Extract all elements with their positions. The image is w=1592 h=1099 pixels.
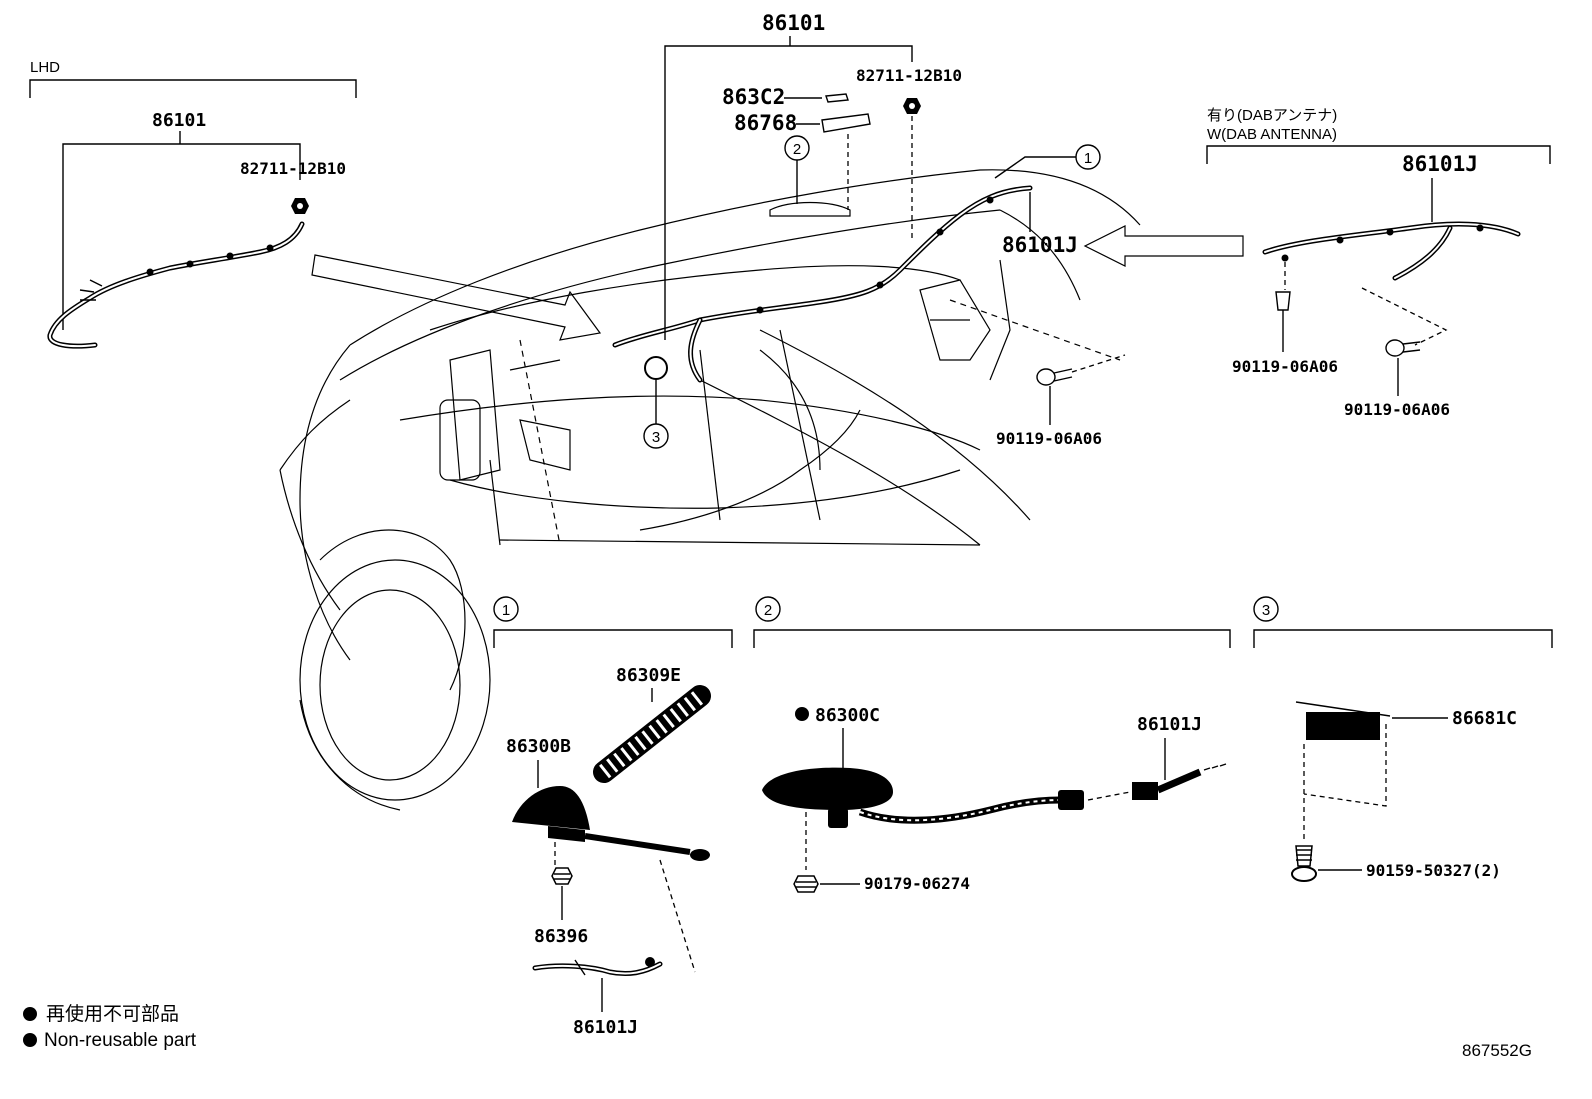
detail-3-section: 3 86681C 90159-50327(2): [1253, 596, 1553, 882]
main-nut-label[interactable]: 82711-12B10: [856, 66, 962, 85]
svg-text:2: 2: [793, 141, 801, 158]
dab-clip-a-icon: [1275, 291, 1291, 322]
part-86768-icon: [821, 113, 871, 133]
lhd-section: LHD 86101 82711-12B10: [29, 59, 357, 349]
detail-1-ref-icon: 1: [493, 596, 519, 622]
detail-2-ref-icon: 2: [755, 596, 781, 622]
part-863c2-label[interactable]: 863C2: [722, 85, 785, 109]
main-labels: 86101 82711-12B10 863C2 86768 2 1: [643, 11, 1244, 449]
detail-2-section: 2 86300C 86101J 90179-06274: [753, 596, 1231, 893]
legend-en: Non-reusable part: [44, 1030, 197, 1051]
detail-3-amp-label[interactable]: 86681C: [1452, 708, 1517, 729]
detail-2-bracket: [753, 629, 1231, 648]
legend-jp: 再使用不可部品: [46, 1003, 179, 1025]
detail-3-bracket: [1253, 629, 1553, 648]
detail-2-antenna-label[interactable]: 86300C: [815, 705, 880, 726]
detail-3-ref-icon: 3: [1253, 596, 1279, 622]
diagram-code: 867552G: [1462, 1041, 1532, 1060]
detail-2-nut-icon: [793, 875, 819, 893]
main-harness-label[interactable]: 86101: [762, 11, 825, 35]
dab-bracket: [1206, 145, 1551, 164]
lhd-harness-leader: [62, 143, 301, 330]
svg-text:2: 2: [764, 602, 772, 619]
dab-arrow: [1083, 225, 1244, 267]
legend: 再使用不可部品 Non-reusable part: [23, 1003, 197, 1051]
lhd-bracket: [29, 79, 357, 98]
main-clip-label[interactable]: 90119-06A06: [996, 429, 1102, 448]
lhd-title: LHD: [30, 59, 60, 76]
detail-1-section: 1 86309E 86300B 86396: [493, 596, 733, 1038]
main-clip-icon: [1036, 368, 1073, 386]
dab-harness-label[interactable]: 86101J: [1402, 152, 1478, 176]
dab-wire-harness-icon: [1262, 221, 1521, 281]
lhd-nut-icon: [291, 198, 309, 214]
detail-3-screw-icon: [1291, 845, 1317, 882]
svg-text:3: 3: [652, 429, 660, 446]
antenna-amplifier-icon: [1295, 701, 1391, 740]
dab-title-en: W(DAB ANTENNA): [1207, 126, 1337, 143]
main-harness-bracket: [664, 45, 913, 340]
non-reusable-bullet-icon: [23, 1007, 37, 1021]
lhd-harness-label[interactable]: 86101: [152, 110, 206, 131]
main-wire-harness-icon: [612, 185, 1033, 383]
lhd-wire-harness-icon: [47, 221, 305, 349]
dab-antenna-icon: [762, 767, 1084, 828]
ref-circle-1-icon: 1: [1075, 144, 1101, 170]
dab-title-jp: 有り(DABアンテナ): [1207, 107, 1337, 124]
dab-section: 有り(DABアンテナ) W(DAB ANTENNA) 86101J 90119-…: [1206, 107, 1551, 419]
svg-text:3: 3: [1262, 602, 1270, 619]
car-rear-view: [279, 169, 1141, 811]
detail-1-nut-icon: [551, 867, 573, 885]
detail-2-cable-connector-icon: [1132, 763, 1227, 800]
detail-3-screw-label[interactable]: 90159-50327(2): [1366, 861, 1501, 880]
main-harness-j-label[interactable]: 86101J: [1002, 233, 1078, 257]
detail-1-nut-label[interactable]: 86396: [534, 926, 588, 947]
antenna-rod-icon: [593, 685, 711, 783]
part-86768-label[interactable]: 86768: [734, 111, 797, 135]
main-nut-icon: [903, 98, 921, 114]
part-863c2-icon: [825, 93, 849, 103]
detail-1-cable-icon: [532, 957, 663, 977]
non-reusable-bullet-icon: [795, 707, 809, 721]
detail-1-rod-label[interactable]: 86309E: [616, 665, 681, 686]
non-reusable-bullet-icon: [23, 1033, 37, 1047]
dab-clip-b-icon: [1385, 339, 1421, 357]
detail-1-base-label[interactable]: 86300B: [506, 736, 571, 757]
detail-2-nut-label[interactable]: 90179-06274: [864, 874, 970, 893]
dab-clip-b-label[interactable]: 90119-06A06: [1344, 400, 1450, 419]
lhd-nut-label[interactable]: 82711-12B10: [240, 159, 346, 178]
antenna-base-icon: [512, 786, 710, 861]
svg-text:1: 1: [502, 602, 510, 619]
dab-clip-a-label[interactable]: 90119-06A06: [1232, 357, 1338, 376]
svg-text:1: 1: [1084, 150, 1092, 167]
detail-2-cable-label[interactable]: 86101J: [1137, 714, 1202, 735]
ref-circle-2-icon: 2: [784, 135, 810, 161]
detail-1-cable-label[interactable]: 86101J: [573, 1017, 638, 1038]
detail-1-bracket: [493, 629, 733, 648]
